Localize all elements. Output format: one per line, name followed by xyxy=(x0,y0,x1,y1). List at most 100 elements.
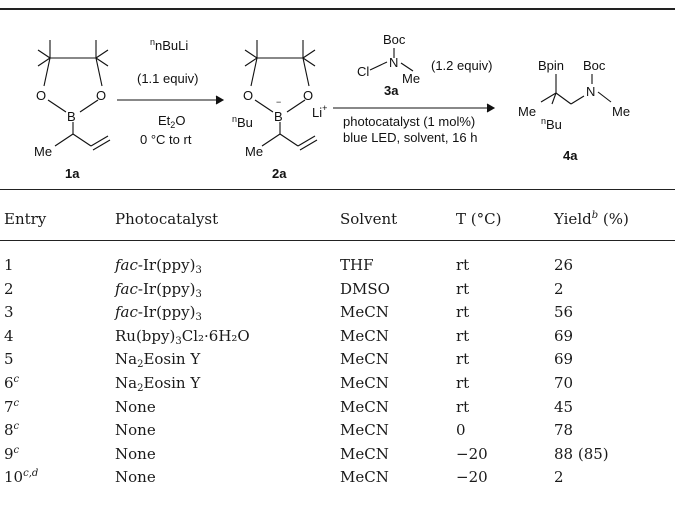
table-row: 10c,d None MeCN −20 2 xyxy=(0,468,675,490)
svg-text:O: O xyxy=(243,88,253,103)
svg-text:B: B xyxy=(67,109,76,124)
cell-solvent: MeCN xyxy=(340,444,389,463)
cell-entry: 3 xyxy=(4,303,14,322)
cell-entry: 9c xyxy=(4,444,20,463)
header-temp: T (°C) xyxy=(456,210,502,228)
cell-photocatalyst: None xyxy=(115,468,156,487)
cell-temp: rt xyxy=(456,256,470,274)
cell-yield: 26 xyxy=(554,256,574,274)
cell-temp: 0 xyxy=(456,421,466,440)
svg-text:Bpin: Bpin xyxy=(538,58,564,73)
header-entry: Entry xyxy=(4,210,47,228)
cell-solvent: MeCN xyxy=(340,374,389,392)
table-row: 8c None MeCN 0 78 xyxy=(0,421,675,443)
cell-photocatalyst: fac-Ir(ppy)3 xyxy=(115,303,202,324)
table-row: 3 fac-Ir(ppy)3 MeCN rt 56 xyxy=(0,303,675,325)
scheme-table-divider xyxy=(0,189,675,190)
svg-text:nBu: nBu xyxy=(232,114,253,130)
svg-text:Me: Me xyxy=(518,104,536,119)
table-header: Entry Photocatalyst Solvent T (°C) Yield… xyxy=(0,210,675,232)
table-row: 7c None MeCN rt 45 xyxy=(0,398,675,420)
svg-text:Me: Me xyxy=(34,144,52,159)
reagent1-temp: 0 °C to rt xyxy=(140,132,192,147)
svg-text:Li+: Li+ xyxy=(312,103,327,120)
label-4a: 4a xyxy=(563,148,578,163)
table-row: 9c None MeCN −20 88 (85) xyxy=(0,445,675,467)
cell-yield: 78 xyxy=(554,421,574,440)
arrow-step-1: nnBuLi (1.1 equiv) Et2O 0 °C to rt xyxy=(117,37,225,147)
svg-text:Me: Me xyxy=(612,104,630,119)
cell-entry: 6c xyxy=(4,374,20,392)
cell-entry: 2 xyxy=(4,279,14,298)
svg-text:Me: Me xyxy=(245,144,263,159)
reaction-scheme: O O B Me 1a nnBuLi (1.1 equiv) Et2O 0 °C… xyxy=(34,32,630,181)
cell-photocatalyst: None xyxy=(115,444,156,463)
header-rule xyxy=(0,240,675,241)
conditions-1: photocatalyst (1 mol%) xyxy=(343,114,475,129)
cell-entry: 4 xyxy=(4,326,14,345)
compound-4a: Bpin Boc N Me Me nBu 4a xyxy=(518,58,630,163)
arrow-step-2: Boc Cl N Me (1.2 equiv) 3a photocatalyst… xyxy=(333,32,496,145)
cell-yield: 2 xyxy=(554,279,564,298)
cell-solvent: MeCN xyxy=(340,468,389,487)
svg-text:nnBuLi: nnBuLi xyxy=(150,37,188,53)
cell-solvent: MeCN xyxy=(340,326,389,345)
label-2a: 2a xyxy=(272,166,287,181)
header-solvent: Solvent xyxy=(340,210,398,228)
svg-text:Boc: Boc xyxy=(583,58,606,73)
cell-solvent: MeCN xyxy=(340,350,389,369)
cell-entry: 8c xyxy=(4,421,20,440)
cell-solvent: THF xyxy=(340,256,374,274)
svg-text:N: N xyxy=(586,84,595,99)
cell-yield: 88 (85) xyxy=(554,444,609,463)
cell-photocatalyst: None xyxy=(115,397,156,416)
conditions-2: blue LED, solvent, 16 h xyxy=(343,130,477,145)
cell-yield: 69 xyxy=(554,350,574,369)
cell-yield: 2 xyxy=(554,468,564,487)
cell-photocatalyst: None xyxy=(115,421,156,440)
table-row: 6c Na2Eosin Y MeCN rt 70 xyxy=(0,374,675,396)
cell-entry: 1 xyxy=(4,256,14,274)
svg-text:Boc: Boc xyxy=(383,32,406,47)
svg-text:Cl: Cl xyxy=(357,64,369,79)
cell-solvent: MeCN xyxy=(340,303,389,322)
cell-photocatalyst: Ru(bpy)3Cl₂·6H₂O xyxy=(115,326,250,347)
reagent1-equiv: (1.1 equiv) xyxy=(137,71,198,86)
cell-yield: 56 xyxy=(554,303,574,322)
svg-text:nBu: nBu xyxy=(541,116,562,132)
cell-yield: 69 xyxy=(554,326,574,345)
compound-1a: O O B Me 1a xyxy=(34,40,111,181)
cell-yield: 70 xyxy=(554,374,574,392)
cell-photocatalyst: fac-Ir(ppy)3 xyxy=(115,279,202,300)
cell-temp: rt xyxy=(456,279,470,298)
reagent2-equiv: (1.2 equiv) xyxy=(431,58,492,73)
svg-text:B: B xyxy=(274,109,283,124)
cell-temp: rt xyxy=(456,397,470,416)
label-1a: 1a xyxy=(65,166,80,181)
svg-text:Me: Me xyxy=(402,71,420,86)
cell-temp: rt xyxy=(456,303,470,322)
cell-photocatalyst: fac-Ir(ppy)3 xyxy=(115,256,202,276)
cell-photocatalyst: Na2Eosin Y xyxy=(115,374,201,394)
svg-text:O: O xyxy=(36,88,46,103)
svg-text:O: O xyxy=(96,88,106,103)
cell-entry: 7c xyxy=(4,397,20,416)
cell-temp: rt xyxy=(456,326,470,345)
header-yield: Yieldb (%) xyxy=(554,210,629,228)
cell-photocatalyst: Na2Eosin Y xyxy=(115,350,201,371)
cell-temp: rt xyxy=(456,350,470,369)
cell-temp: rt xyxy=(456,374,470,392)
table-row: 1 fac-Ir(ppy)3 THF rt 26 xyxy=(0,256,675,278)
reagent1-solvent: Et2O xyxy=(158,113,185,130)
cell-temp: −20 xyxy=(456,444,488,463)
label-3a: 3a xyxy=(384,83,399,98)
cell-entry: 5 xyxy=(4,350,14,369)
table-row: 4 Ru(bpy)3Cl₂·6H₂O MeCN rt 69 xyxy=(0,327,675,349)
table-row: 5 Na2Eosin Y MeCN rt 69 xyxy=(0,350,675,372)
cell-temp: −20 xyxy=(456,468,488,487)
svg-text:N: N xyxy=(389,55,398,70)
compound-2a: O O B − nBu Me Li+ 2a xyxy=(232,40,327,181)
cell-yield: 45 xyxy=(554,397,574,416)
svg-text:O: O xyxy=(303,88,313,103)
cell-solvent: DMSO xyxy=(340,279,390,298)
